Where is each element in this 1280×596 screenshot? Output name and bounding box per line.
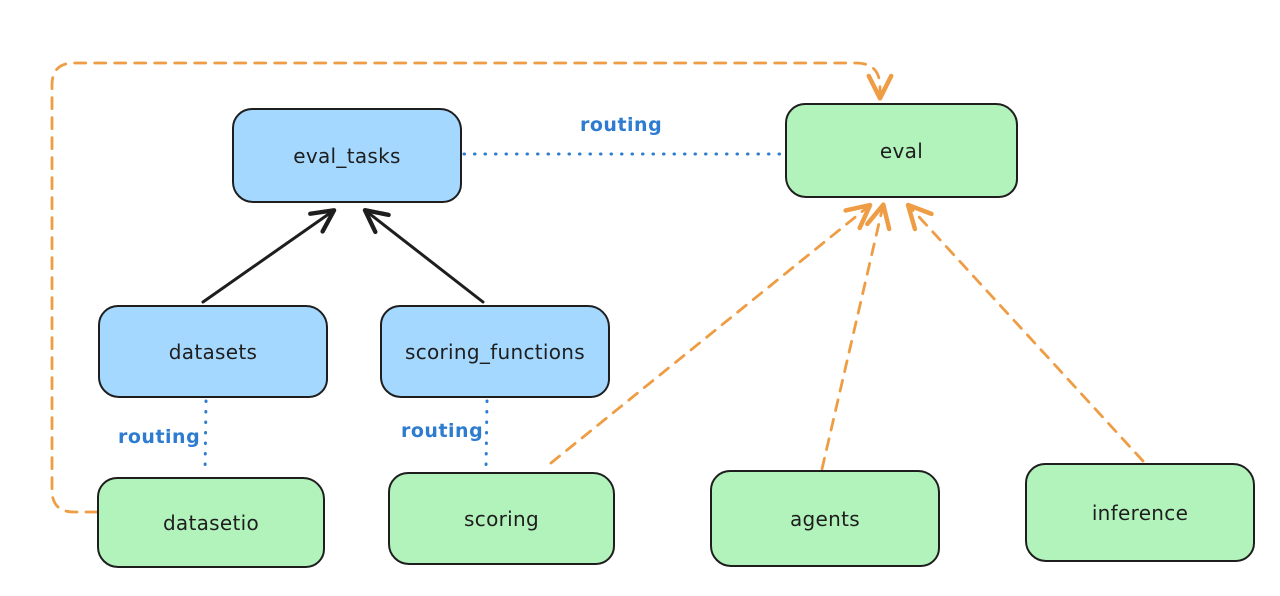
node-scoring-functions: scoring_functions xyxy=(380,305,610,398)
edge-routing-scoring-functions-to-scoring xyxy=(484,399,489,471)
node-eval-tasks-label: eval_tasks xyxy=(293,143,401,168)
node-inference-label: inference xyxy=(1091,500,1189,525)
edge-agents-to-eval xyxy=(820,202,892,471)
edge-inference-to-eval xyxy=(905,202,1145,463)
node-datasetio-label: datasetio xyxy=(162,510,260,535)
node-eval: eval xyxy=(785,103,1018,198)
node-eval-label: eval xyxy=(879,138,924,163)
node-scoring: scoring xyxy=(388,472,615,565)
node-datasets-label: datasets xyxy=(168,339,258,364)
edge-label-routing-top: routing xyxy=(580,114,663,136)
node-agents: agents xyxy=(710,470,940,567)
edge-scoring-functions-to-eval-tasks xyxy=(362,208,485,304)
node-eval-tasks: eval_tasks xyxy=(232,108,462,203)
node-inference: inference xyxy=(1025,463,1255,562)
edge-label-routing-datasets: routing xyxy=(118,426,201,448)
node-agents-label: agents xyxy=(790,506,860,531)
node-datasetio: datasetio xyxy=(97,477,325,568)
edge-routing-datasets-to-datasetio xyxy=(203,399,208,476)
node-datasets: datasets xyxy=(98,305,328,398)
node-scoring-functions-label: scoring_functions xyxy=(404,339,586,364)
edge-label-routing-scoring: routing xyxy=(401,420,484,442)
node-scoring-label: scoring xyxy=(464,506,539,531)
edge-datasets-to-eval-tasks xyxy=(201,208,337,304)
